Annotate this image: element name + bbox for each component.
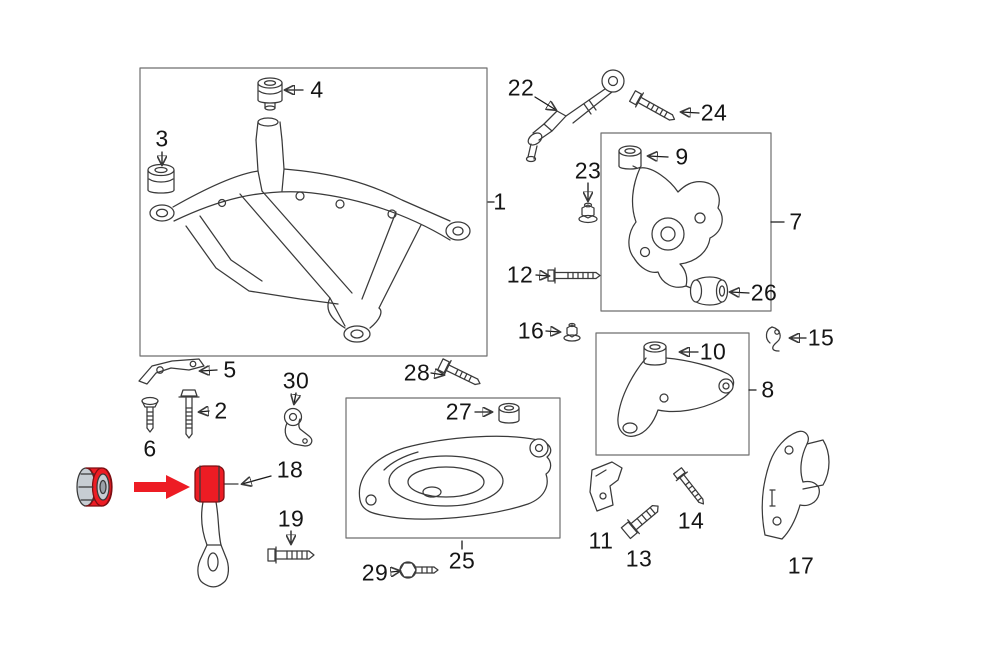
callout-13[interactable]: 13 [625, 545, 653, 572]
box-subframe [139, 67, 488, 357]
callout-8[interactable]: 8 [761, 376, 775, 403]
bracket-5-drawing [138, 358, 205, 385]
callout-11[interactable]: 11 [588, 527, 614, 554]
callout-12[interactable]: 12 [506, 261, 534, 288]
screw-6-drawing [141, 396, 159, 433]
upper-arm-drawing [617, 357, 735, 437]
callout-4[interactable]: 4 [310, 76, 324, 103]
bolt-2-drawing [178, 389, 200, 439]
toe-link-drawing [197, 483, 239, 588]
box-upper-arm [595, 332, 750, 456]
callout-24[interactable]: 24 [700, 99, 728, 126]
callout-5[interactable]: 5 [223, 356, 237, 383]
bolt-28-drawing [437, 358, 481, 386]
bracket-11-drawing [589, 461, 623, 512]
callout-29[interactable]: 29 [361, 559, 389, 586]
red-arrow-indicator [134, 475, 190, 499]
callout-22[interactable]: 22 [507, 74, 535, 101]
callout-19[interactable]: 19 [277, 505, 305, 532]
bushing-27-drawing [498, 402, 520, 424]
bolt-29-drawing [399, 561, 439, 579]
bolt-19-drawing [267, 546, 315, 564]
nut-23-drawing [578, 202, 598, 224]
callout-30[interactable]: 30 [282, 367, 310, 394]
callout-3[interactable]: 3 [155, 125, 169, 152]
bushing-9-drawing [618, 145, 642, 170]
knuckle-drawing [628, 165, 723, 291]
bushing-3-drawing [147, 163, 175, 194]
bushing-4-drawing [257, 77, 283, 111]
callout-2[interactable]: 2 [214, 397, 228, 424]
bushing-10-drawing [643, 341, 667, 366]
leader-lines [162, 90, 807, 572]
lower-arm-drawing [358, 435, 552, 520]
callout-10[interactable]: 10 [699, 338, 727, 365]
bolt-13-drawing [620, 505, 659, 540]
callout-18[interactable]: 18 [276, 456, 304, 483]
callout-14[interactable]: 14 [677, 507, 705, 534]
callout-23[interactable]: 23 [574, 157, 602, 184]
callout-9[interactable]: 9 [675, 143, 689, 170]
callout-27[interactable]: 27 [445, 398, 473, 425]
callout-16[interactable]: 16 [517, 317, 545, 344]
bolt-12-drawing [547, 267, 601, 284]
bushing-26-drawing [689, 276, 729, 306]
clip-15-drawing [765, 326, 781, 352]
bolt-14-drawing [672, 467, 705, 505]
callout-1[interactable]: 1 [493, 188, 507, 215]
tie-rod-22-drawing [525, 69, 625, 163]
bushing-18-highlighted [194, 465, 225, 503]
callout-25[interactable]: 25 [448, 547, 476, 574]
callout-6[interactable]: 6 [143, 435, 157, 462]
callout-15[interactable]: 15 [807, 324, 835, 351]
box-lower-arm [345, 397, 561, 539]
bushing-18-part-drawing [76, 467, 113, 507]
bolt-24-drawing [628, 90, 676, 121]
bracket-17-drawing [761, 430, 830, 540]
callout-28[interactable]: 28 [403, 359, 431, 386]
callout-7[interactable]: 7 [789, 208, 803, 235]
subframe-drawing [149, 117, 471, 343]
bracket-30-drawing [283, 407, 313, 447]
callout-17[interactable]: 17 [787, 552, 815, 579]
callout-26[interactable]: 26 [750, 279, 778, 306]
nut-16-drawing [563, 322, 581, 342]
